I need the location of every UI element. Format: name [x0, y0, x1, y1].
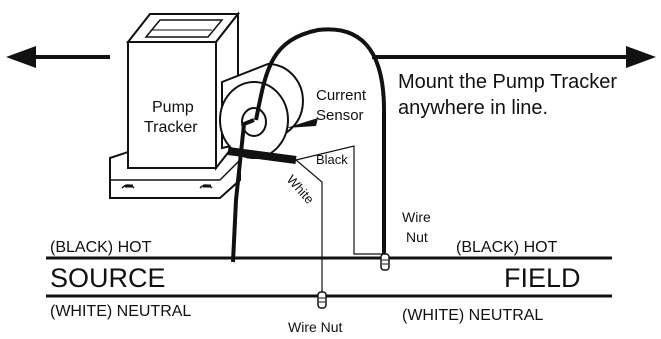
black-lead-label: Black	[316, 152, 348, 167]
left-neutral-label: (WHITE) NEUTRAL	[50, 303, 191, 320]
right-hot-label: (BLACK) HOT	[456, 239, 558, 256]
wire-nut-bottom-label: Wire Nut	[288, 319, 343, 335]
sensor-label-line1: Current	[316, 87, 367, 104]
wire-nut-top	[380, 253, 390, 271]
instruction-line1: Mount the Pump Tracker	[398, 71, 617, 93]
field-label: FIELD	[504, 263, 581, 293]
white-lead-label: White	[284, 172, 317, 207]
source-hot-wire	[231, 118, 255, 263]
current-sensor	[219, 62, 318, 159]
device-name-line2: Tracker	[144, 119, 198, 136]
sensor-label-line2: Sensor	[316, 107, 364, 124]
left-hot-label: (BLACK) HOT	[50, 239, 152, 256]
left-arrow	[6, 46, 110, 68]
sensor-black-wire	[254, 27, 386, 262]
instruction-line2: anywhere in line.	[398, 97, 548, 119]
lead-pair	[227, 145, 384, 296]
right-arrow	[372, 46, 656, 68]
source-label: SOURCE	[50, 263, 166, 293]
device-name-line1: Pump	[152, 99, 194, 116]
wire-nut-top-label-line1: Wire	[402, 209, 431, 225]
wire-nut-bottom	[317, 291, 327, 309]
wire-nut-top-label-line2: Nut	[406, 229, 428, 245]
right-neutral-label: (WHITE) NEUTRAL	[402, 307, 543, 324]
